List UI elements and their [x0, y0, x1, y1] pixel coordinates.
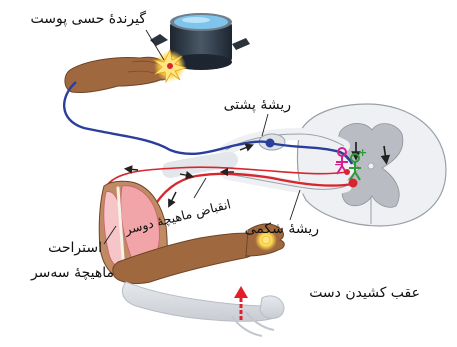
skin-receptor-label: گیرندهٔ حسی پوست [30, 12, 146, 26]
heat-burst-icon [154, 50, 186, 82]
plus-sign: + [358, 146, 367, 159]
ventral-root-label: ریشهٔ شکمی [245, 222, 319, 236]
dorsal-root-label: ریشهٔ پشتی [224, 98, 291, 112]
triceps-relaxation-label-line2: ماهیچهٔ سه‌سر [31, 266, 114, 280]
previous-arm-position [122, 282, 284, 336]
minus-sign: − [334, 158, 343, 171]
motor-neuron-body [349, 179, 358, 188]
upper-hand [65, 57, 170, 92]
motor-neuron-body-2 [344, 169, 350, 175]
spinal-cord-icon [298, 104, 446, 226]
triceps-relaxation-label-line1: استراحت [48, 241, 102, 255]
hand-withdrawal-label: عقب کشیدن دست [309, 286, 420, 300]
